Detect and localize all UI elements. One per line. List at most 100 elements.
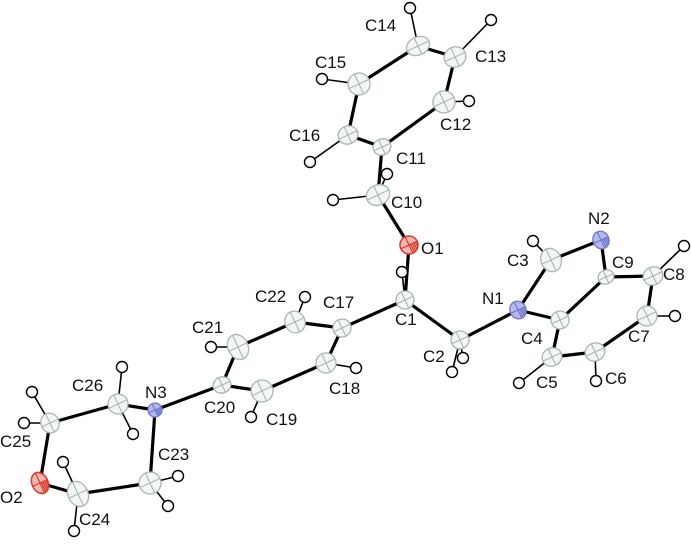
hydrogen-atom <box>298 290 312 304</box>
atom-label-c9: C9 <box>612 253 634 272</box>
atom-label-c24: C24 <box>79 510 110 529</box>
hydrogen-atom <box>462 94 476 108</box>
atom-c7 <box>636 305 658 327</box>
atom-label-c22: C22 <box>255 287 286 306</box>
hydrogen-atom <box>126 427 140 441</box>
hydrogen-atom <box>349 361 363 375</box>
atom-o1 <box>399 235 419 255</box>
hydrogen-atom <box>445 365 459 379</box>
atom-label-c26: C26 <box>72 376 103 395</box>
atom-c12 <box>432 90 456 114</box>
hydrogen-atom <box>171 469 185 483</box>
hydrogen-atom <box>17 416 31 430</box>
atom-c18 <box>315 352 337 374</box>
atom-c22 <box>284 310 306 334</box>
atom-c1 <box>395 290 415 310</box>
atom-c5 <box>541 347 563 367</box>
atom-label-c1: C1 <box>395 310 417 329</box>
atom-c23 <box>138 471 162 495</box>
bond-c4-c9 <box>558 275 608 322</box>
hydrogen-atom <box>25 385 39 399</box>
hydrogen-atom <box>526 234 540 248</box>
bond-c26-c25 <box>48 402 120 425</box>
atom-label-c23: C23 <box>158 445 189 464</box>
atom-c25 <box>40 412 60 434</box>
atom-label-c11: C11 <box>396 149 426 168</box>
atom-label-o1: O1 <box>421 239 444 258</box>
atom-label-n1: N1 <box>482 289 504 308</box>
hydrogen-atom <box>56 455 70 469</box>
atom-n2 <box>592 230 610 250</box>
atom-c9 <box>597 269 615 285</box>
atom-label-c3: C3 <box>507 251 529 270</box>
atom-label-c13: C13 <box>475 47 506 66</box>
atom-c14 <box>405 35 431 57</box>
atom-c8 <box>642 266 664 286</box>
atom-c15 <box>347 72 371 96</box>
atom-label-c10: C10 <box>391 193 422 212</box>
atom-label-c6: C6 <box>605 369 627 388</box>
hydrogen-atom <box>589 374 603 388</box>
hydrogen-atom <box>380 167 394 181</box>
atom-c17 <box>332 318 352 338</box>
bond-c1-c17 <box>340 298 407 330</box>
hydrogen-atom <box>326 193 340 207</box>
atom-label-c18: C18 <box>329 379 360 398</box>
atom-c21 <box>226 333 250 361</box>
atom-label-n2: N2 <box>588 209 610 228</box>
atom-c2 <box>450 330 470 350</box>
hydrogen-atom <box>456 351 470 365</box>
bond-c2-n1 <box>458 308 520 342</box>
atom-label-c17: C17 <box>323 293 354 312</box>
atom-n1 <box>509 300 527 320</box>
hydrogen-atom <box>512 376 526 390</box>
bonds-layer <box>38 44 655 496</box>
atom-c19 <box>250 379 274 403</box>
hydrogen-atoms-layer <box>17 1 691 538</box>
hydrogen-atom <box>303 155 317 169</box>
hydrogen-atom <box>67 524 81 538</box>
hydrogen-atom <box>403 1 417 15</box>
atom-label-c5: C5 <box>536 373 558 392</box>
atom-c4 <box>550 310 570 330</box>
atom-label-o2: O2 <box>0 488 23 507</box>
hydrogen-atom <box>395 265 409 279</box>
bond-c20-n3 <box>153 383 224 412</box>
atom-c26 <box>107 393 129 415</box>
atom-n3 <box>147 402 163 418</box>
atoms-layer <box>30 35 664 508</box>
atom-c20 <box>212 376 232 394</box>
hydrogen-atom <box>244 410 258 424</box>
hydrogen-atom <box>161 499 175 513</box>
atom-label-c7: C7 <box>628 327 650 346</box>
atom-label-c19: C19 <box>266 410 297 429</box>
atom-c10 <box>365 183 391 207</box>
hydrogen-atom <box>204 340 218 354</box>
atom-label-c8: C8 <box>663 265 685 284</box>
atom-label-c21: C21 <box>192 318 223 337</box>
bond-c23-n3 <box>148 408 157 485</box>
bond-c11-c12 <box>380 100 446 149</box>
atom-label-c25: C25 <box>0 432 31 451</box>
atom-c24 <box>66 480 90 508</box>
atom-c11 <box>372 138 392 156</box>
atom-c3 <box>539 247 563 273</box>
atom-label-c2: C2 <box>423 347 445 366</box>
hydrogen-atom <box>115 360 129 374</box>
atom-c13 <box>443 46 467 68</box>
bond-c1-c2 <box>403 298 462 342</box>
hydrogen-atom <box>668 309 682 323</box>
hydrogen-atom <box>484 13 498 27</box>
atom-label-c12: C12 <box>440 115 471 134</box>
atom-label-c4: C4 <box>521 329 543 348</box>
atom-label-c16: C16 <box>289 126 320 145</box>
atom-label-c15: C15 <box>315 53 346 72</box>
atom-label-c14: C14 <box>365 16 396 35</box>
atom-c6 <box>584 342 606 362</box>
hydrogen-atom <box>677 239 691 253</box>
atom-c16 <box>337 125 359 145</box>
atom-o2 <box>30 471 50 495</box>
atom-label-c20: C20 <box>204 398 235 417</box>
